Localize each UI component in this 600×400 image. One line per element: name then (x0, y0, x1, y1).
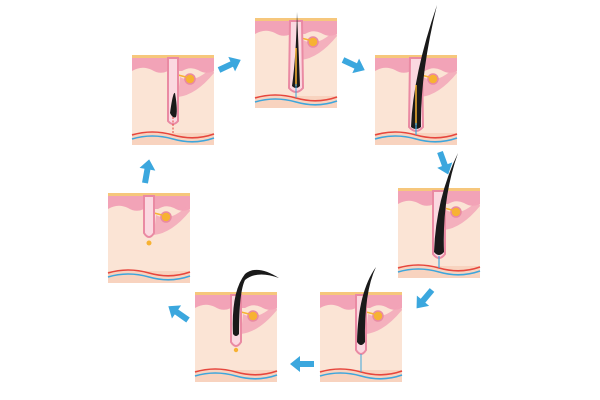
stage-panel-anagen (374, 5, 458, 146)
arrow-icon (217, 56, 241, 73)
stage-panel-exogen (107, 192, 191, 284)
stage-panel-telogen (194, 269, 279, 383)
arrow-icon (416, 288, 435, 309)
arrow-icon (341, 57, 365, 74)
stage-panel-late-catagen (319, 267, 403, 383)
arrow-icon (290, 356, 314, 372)
stage-panel-catagen (397, 153, 481, 279)
stage-panel-anagen-growth (254, 12, 338, 109)
arrow-icon (168, 305, 190, 323)
arrow-icon (139, 159, 156, 184)
stage-panel-early-anagen (131, 54, 215, 146)
arrow-icon (437, 150, 453, 175)
